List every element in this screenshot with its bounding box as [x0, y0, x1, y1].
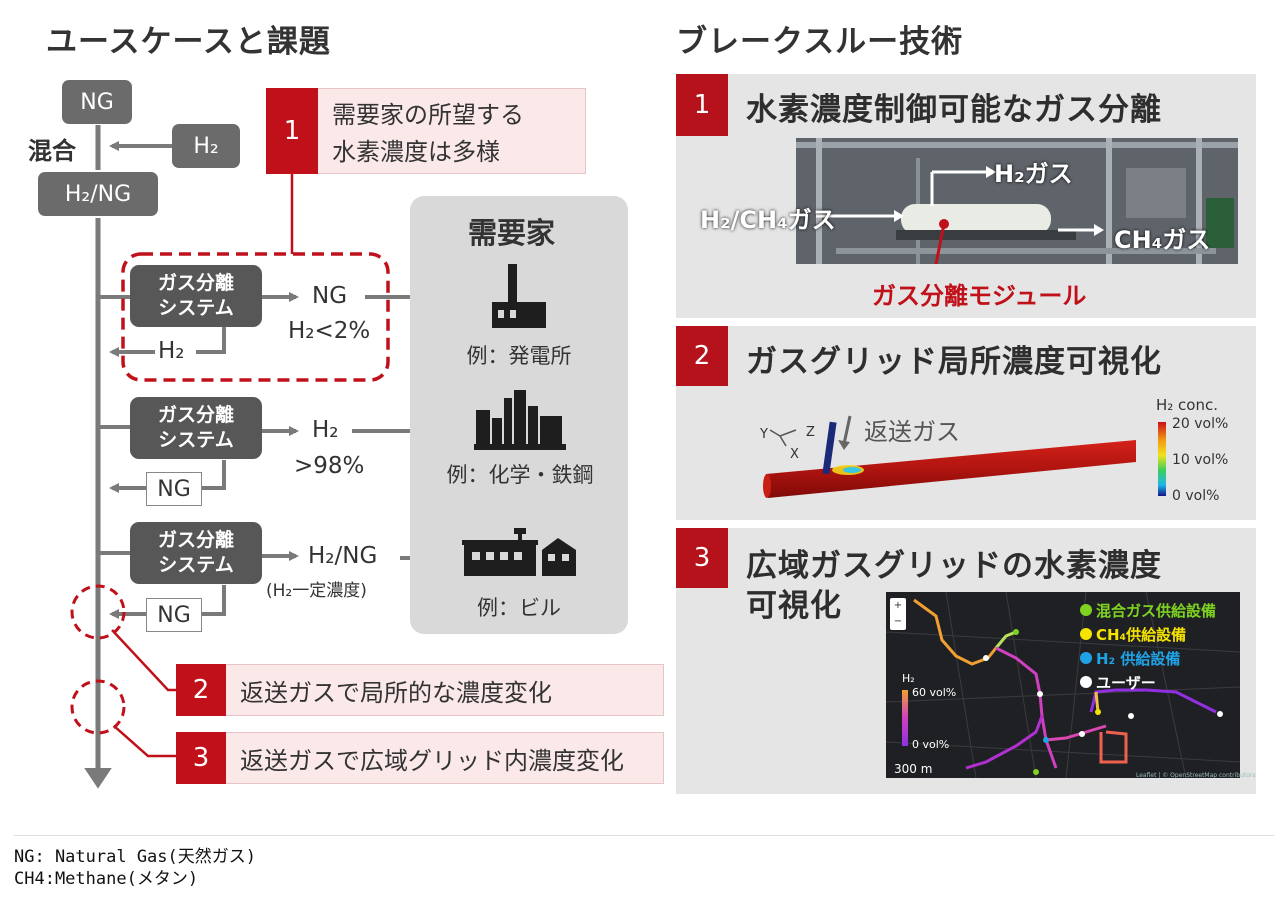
- colorbar-min: 0 vol%: [1172, 488, 1220, 504]
- issue-1-line2: 水素濃度は多様: [332, 138, 500, 166]
- panel-2-badge: 2: [676, 326, 728, 386]
- system-1-line1: ガス分離: [157, 272, 234, 294]
- mix-label: 混合: [28, 137, 76, 165]
- system-1-output-spec: H₂<2%: [288, 318, 371, 344]
- issue-3-badge: 3: [176, 732, 226, 784]
- issue-1-line1: 需要家の所望する: [332, 101, 524, 129]
- system-1-line2: システム: [158, 297, 234, 319]
- system-3-line1: ガス分離: [157, 529, 234, 551]
- panel-1-title: 水素濃度制御可能なガス分離: [746, 92, 1162, 128]
- system-2-output-spec: >98%: [294, 453, 365, 479]
- panel-3-title-line2: 可視化: [746, 588, 842, 624]
- building-icon: [462, 528, 576, 576]
- equipment-illustration: [796, 138, 1238, 264]
- concentration-colorbar: [1158, 422, 1166, 496]
- panel-2-title: ガスグリッド局所濃度可視化: [746, 344, 1162, 380]
- separation-system-1: ガス分離 システム: [130, 265, 262, 327]
- consumers-title: 需要家: [468, 216, 556, 250]
- ng-source-box: NG: [62, 80, 132, 124]
- chemical-plant-icon: [474, 390, 566, 450]
- issue-1-box: [266, 88, 586, 174]
- h2ng-mix-box: H₂/NG: [38, 172, 158, 216]
- map-attribution[interactable]: Leaflet | © OpenStreetMap contributors: [1136, 772, 1256, 779]
- colorbar-mid: 10 vol%: [1172, 452, 1229, 468]
- h2-source-box: H₂: [172, 124, 240, 168]
- legend-item-user: ユーザー: [1080, 670, 1216, 694]
- pipe-simulation: Y Z X: [759, 415, 1136, 498]
- issue-1-badge: 1: [266, 88, 318, 174]
- svg-text:Y: Y: [759, 427, 768, 442]
- white-dot-icon: [1080, 676, 1092, 688]
- system-2-return: NG: [146, 472, 202, 506]
- map-h2-scale-bar: [902, 690, 908, 746]
- system-2-line2: システム: [158, 429, 234, 451]
- legend-item-mixed: 混合ガス供給設備: [1080, 598, 1216, 622]
- left-section-title: ユースケースと課題: [46, 24, 331, 60]
- separation-system-3: ガス分離 システム: [130, 522, 262, 584]
- map-legend: 混合ガス供給設備 CH₄供給設備 H₂ 供給設備 ユーザー: [1080, 598, 1216, 694]
- photo-label-h2-gas: H₂ガス: [994, 160, 1073, 188]
- pipeline-network: [886, 592, 1240, 778]
- gas-separation-photo: [796, 138, 1238, 264]
- system-2-output: H₂: [312, 417, 339, 443]
- panel-3-badge: 3: [676, 528, 728, 588]
- map-scale-top: 60 vol%: [912, 686, 957, 699]
- consumer-3-caption: 例：ビル: [477, 596, 561, 620]
- yellow-dot-icon: [1080, 628, 1092, 640]
- consumer-1-caption: 例：発電所: [466, 344, 572, 368]
- flow-diagram-lines: [70, 125, 473, 789]
- map-distance-scale: 300 m: [894, 762, 933, 776]
- consumer-2-caption: 例：化学・鉄鋼: [446, 463, 594, 487]
- system-3-return: NG: [146, 598, 202, 632]
- legend-item-h2: H₂ 供給設備: [1080, 646, 1216, 670]
- system-3-output: H₂/NG: [308, 543, 378, 569]
- colorbar-max: 20 vol%: [1172, 416, 1229, 432]
- map-scale-title: H₂: [902, 672, 915, 685]
- footer-divider: [14, 835, 1274, 836]
- legend-item-ch4: CH₄供給設備: [1080, 622, 1216, 646]
- map-scale-bottom: 0 vol%: [912, 738, 950, 751]
- map-zoom-control[interactable]: +−: [890, 598, 906, 630]
- separation-system-2: ガス分離 システム: [130, 397, 262, 459]
- system-3-output-spec: (H₂一定濃度): [266, 581, 367, 601]
- issue-3-text: 返送ガスで広域グリッド内濃度変化: [240, 747, 624, 775]
- right-section-title: ブレークスルー技術: [676, 24, 964, 60]
- svg-text:X: X: [790, 447, 799, 462]
- green-dot-icon: [1080, 604, 1092, 616]
- photo-label-input-gas: H₂/CH₄ガス: [700, 206, 836, 234]
- photo-label-ch4-gas: CH₄ガス: [1114, 226, 1211, 254]
- svg-text:Z: Z: [806, 425, 815, 440]
- issue-2-box: [176, 664, 664, 716]
- return-gas-label: 返送ガス: [864, 418, 960, 446]
- footer-note-ng: NG: Natural Gas(天然ガス): [14, 847, 256, 867]
- system-1-output: NG: [312, 283, 348, 309]
- grid-map[interactable]: [886, 592, 1240, 778]
- system-1-return: H₂: [158, 338, 185, 364]
- panel-1-badge: 1: [676, 74, 728, 136]
- issue-2-text: 返送ガスで局所的な濃度変化: [240, 679, 552, 707]
- blue-dot-icon: [1080, 652, 1092, 664]
- issue-3-box: [176, 732, 664, 784]
- footer-note-ch4: CH4:Methane(メタン): [14, 869, 199, 889]
- system-3-line2: システム: [158, 554, 234, 576]
- system-2-line1: ガス分離: [157, 404, 234, 426]
- photo-label-module: ガス分離モジュール: [872, 282, 1087, 310]
- issue-2-badge: 2: [176, 664, 226, 716]
- colorbar-title: H₂ conc.: [1156, 396, 1219, 414]
- panel-3-title-line1: 広域ガスグリッドの水素濃度: [746, 548, 1162, 584]
- power-plant-icon: [492, 264, 546, 328]
